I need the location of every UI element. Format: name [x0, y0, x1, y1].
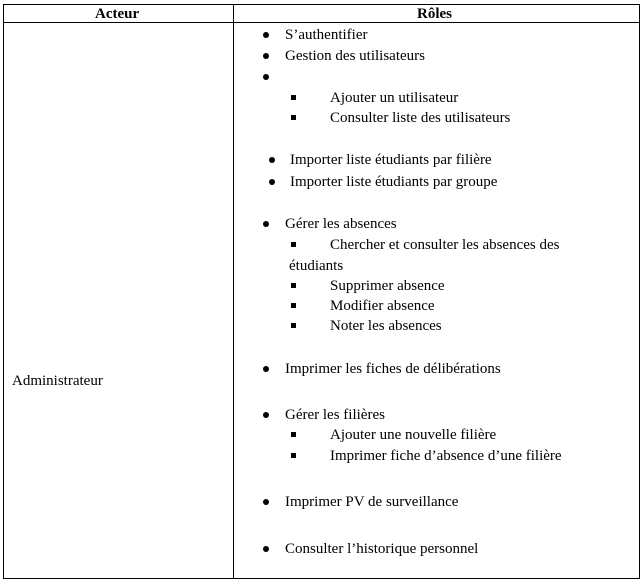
role-item: S’authentifier — [285, 27, 368, 43]
table-border-top — [3, 4, 640, 5]
sub-role-item: Consulter liste des utilisateurs — [330, 110, 511, 126]
square-bullet-icon — [291, 115, 296, 120]
role-item: Imprimer les fiches de délibérations — [285, 361, 501, 377]
sub-role-item: Chercher et consulter les absences des — [330, 237, 560, 253]
table-border-bottom — [3, 578, 640, 579]
bullet-icon — [263, 546, 269, 552]
sub-role-item: Modifier absence — [330, 298, 435, 314]
bullet-icon — [263, 32, 269, 38]
role-item: Gérer les filières — [285, 407, 385, 423]
bullet-icon — [263, 499, 269, 505]
sub-role-item: Supprimer absence — [330, 278, 445, 294]
square-bullet-icon — [291, 242, 296, 247]
role-item: Imprimer PV de surveillance — [285, 494, 459, 510]
bullet-icon — [263, 412, 269, 418]
role-item: Importer liste étudiants par groupe — [290, 174, 498, 190]
role-item: Gérer les absences — [285, 216, 397, 232]
role-item: Consulter l’historique personnel — [285, 541, 479, 557]
sub-role-item: Imprimer fiche d’absence d’une filière — [330, 448, 562, 464]
bullet-icon — [269, 157, 275, 163]
square-bullet-icon — [291, 323, 296, 328]
role-item: Importer liste étudiants par filière — [290, 152, 492, 168]
square-bullet-icon — [291, 283, 296, 288]
square-bullet-icon — [291, 95, 296, 100]
table-header-divider — [3, 22, 640, 23]
sub-role-item: Ajouter un utilisateur — [330, 90, 459, 106]
bullet-icon — [263, 53, 269, 59]
actor-cell: Administrateur — [12, 373, 103, 389]
table-border-left — [3, 4, 4, 579]
sub-role-item-continuation: étudiants — [289, 258, 344, 274]
header-acteur: Acteur — [95, 6, 140, 22]
bullet-icon — [263, 221, 269, 227]
sub-role-item: Ajouter une nouvelle filière — [330, 427, 497, 443]
bullet-icon — [269, 179, 275, 185]
role-item: Gestion des utilisateurs — [285, 48, 425, 64]
table-column-divider — [233, 4, 234, 579]
bullet-icon — [263, 366, 269, 372]
square-bullet-icon — [291, 453, 296, 458]
table-border-right — [639, 4, 640, 579]
header-roles: Rôles — [417, 6, 452, 22]
sub-role-item: Noter les absences — [330, 318, 442, 334]
square-bullet-icon — [291, 303, 296, 308]
bullet-icon — [263, 74, 269, 80]
square-bullet-icon — [291, 432, 296, 437]
